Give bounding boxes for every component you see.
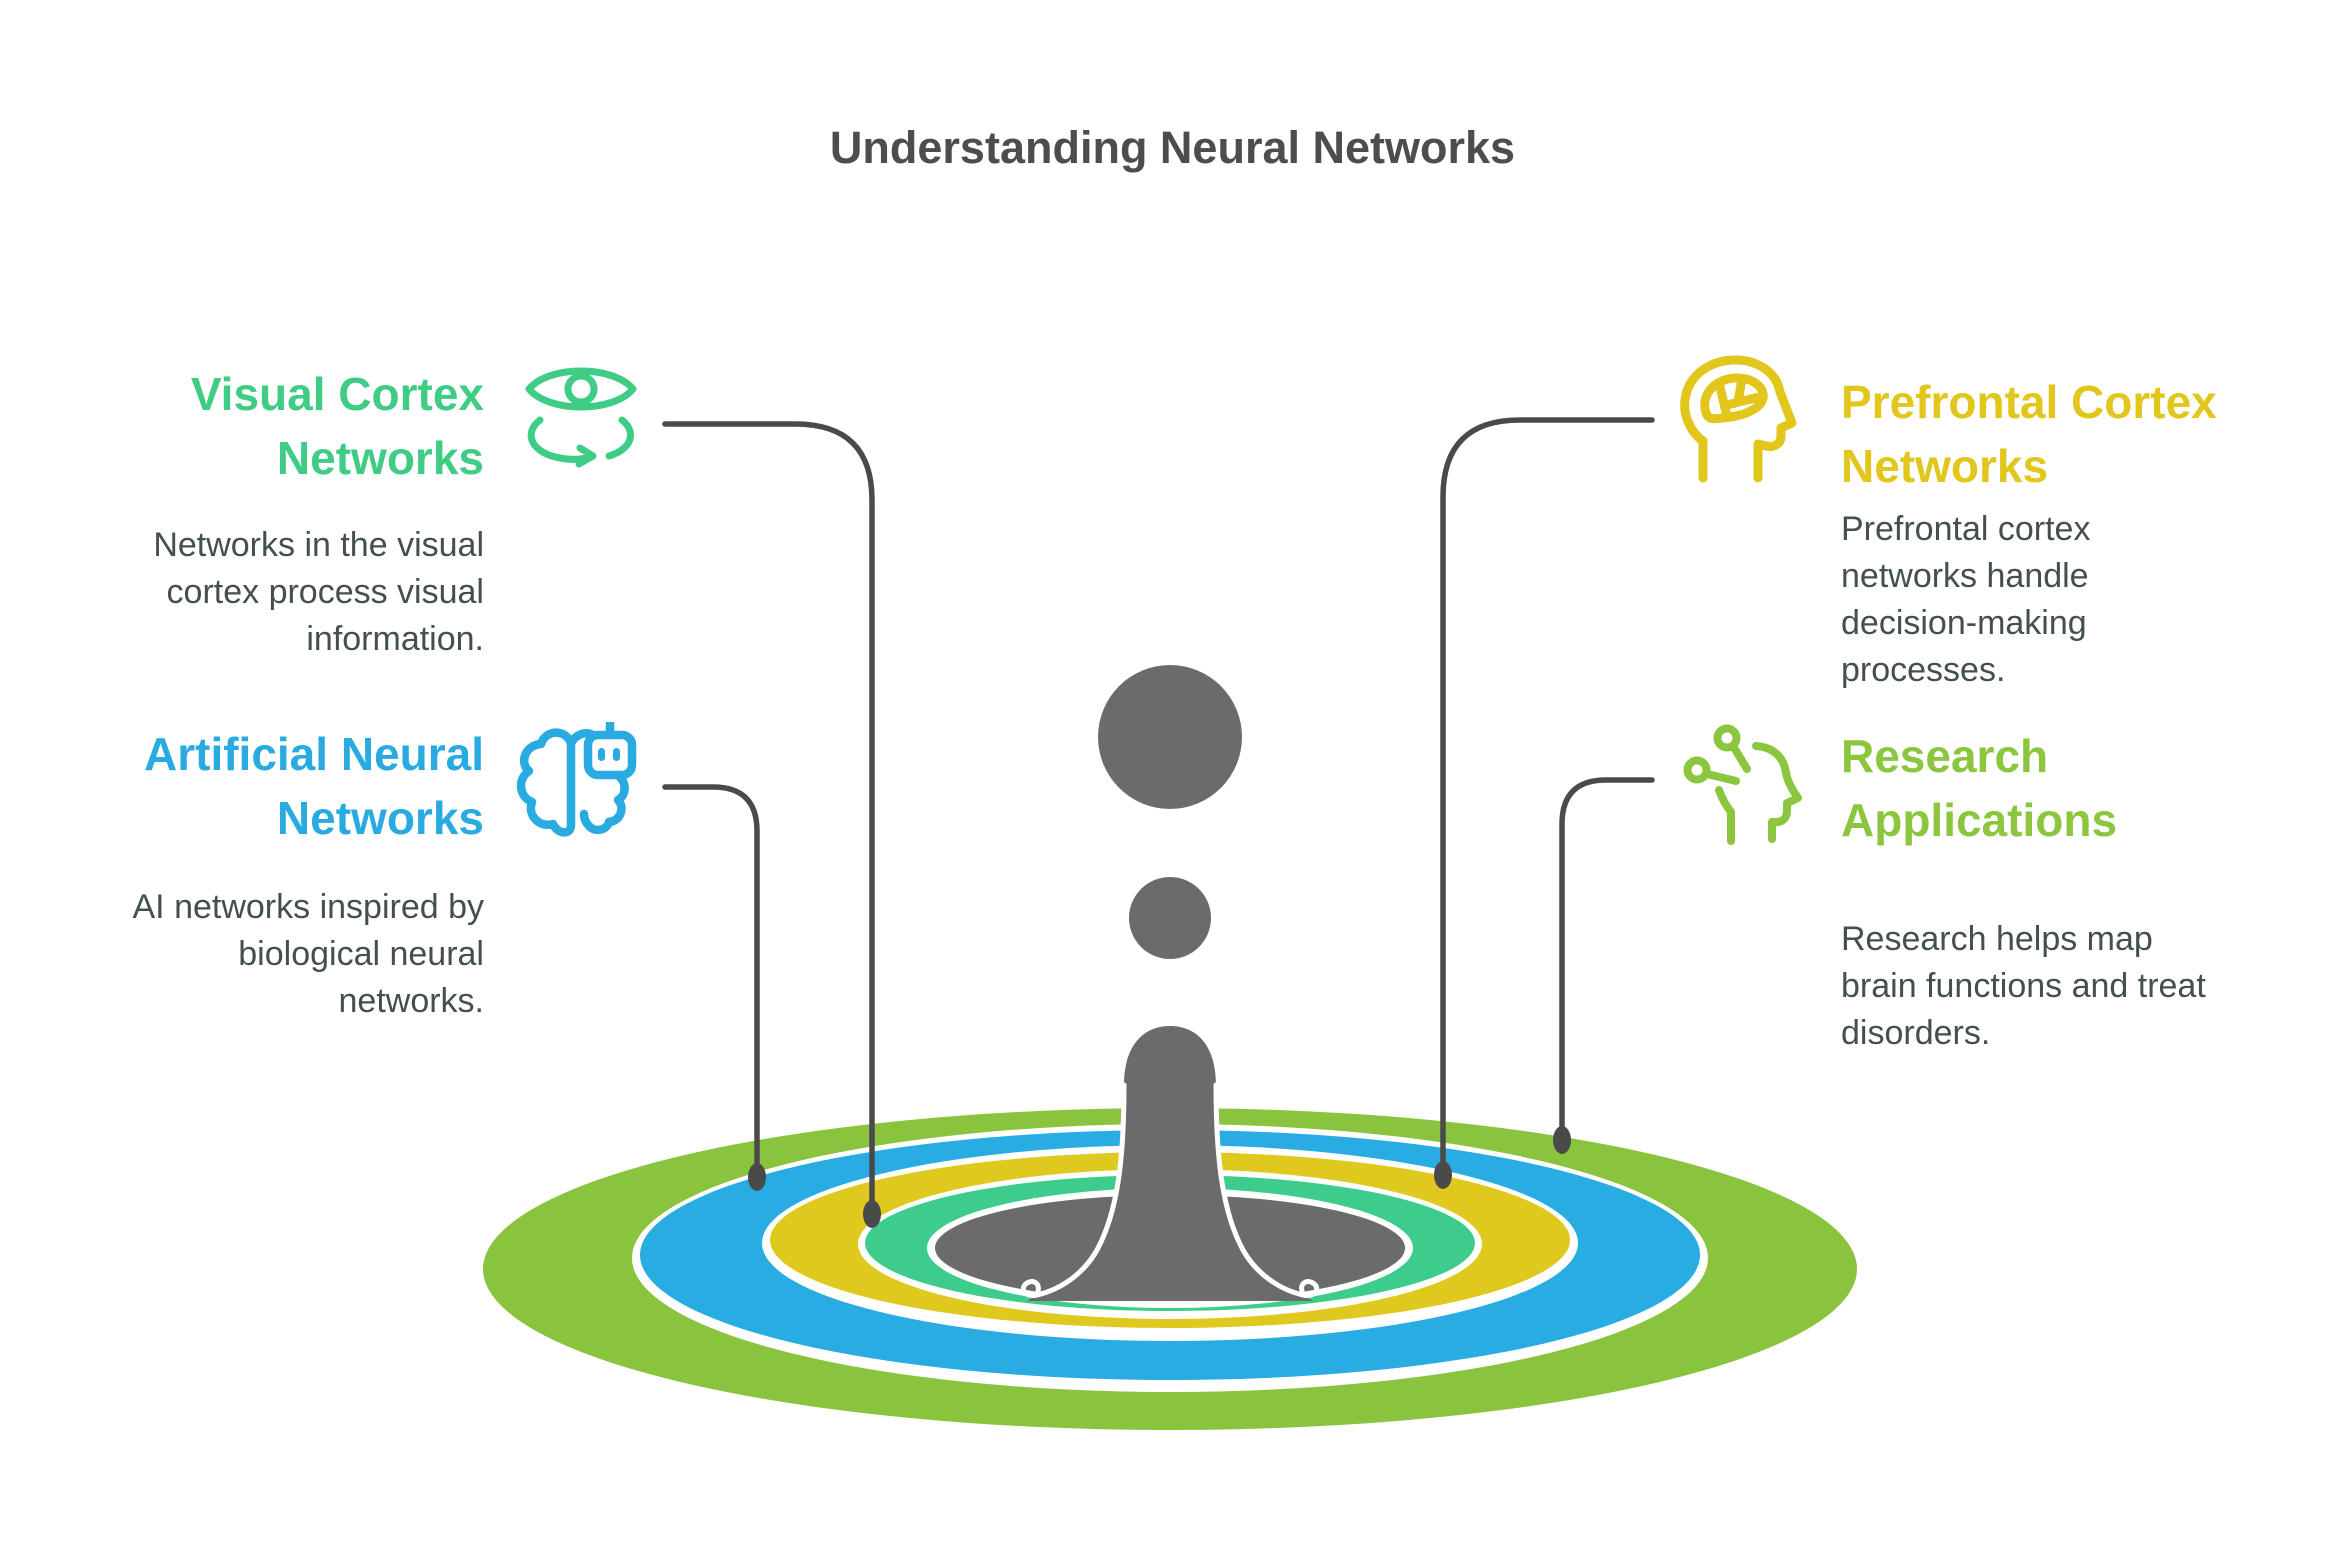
droplet-large xyxy=(1098,665,1242,809)
section-description-prefrontal-cortex: Prefrontal cortex networks handle decisi… xyxy=(1841,510,2091,689)
section-heading-artificial-neural: Artificial Neural Networks xyxy=(144,728,484,844)
eye-rotation-icon xyxy=(525,367,637,468)
splash-outline-right xyxy=(1213,1082,1320,1299)
connector-line-research xyxy=(1559,777,1655,1143)
connector-dot-visual-cortex xyxy=(863,1200,881,1228)
connector-dot-artificial-neural xyxy=(748,1163,766,1191)
connector-line-visual-cortex xyxy=(662,421,875,1217)
connector-line-artificial-neural xyxy=(662,784,760,1180)
splash-outline xyxy=(1020,1082,1320,1299)
connector-line-prefrontal-cortex xyxy=(1440,417,1655,1178)
page-title: Understanding Neural Networks xyxy=(829,122,1516,173)
splash-outline-left xyxy=(1020,1082,1127,1299)
section-heading-prefrontal-cortex: Prefrontal Cortex Networks xyxy=(1841,376,2217,492)
connectors xyxy=(662,417,1655,1228)
section-description-research-applications: Research helps map brain functions and t… xyxy=(1841,920,2206,1052)
section-description-artificial-neural: AI networks inspired by biological neura… xyxy=(132,888,485,1020)
head-neurons-icon xyxy=(1683,724,1802,845)
head-brain-icon xyxy=(1680,355,1797,483)
section-description-visual-cortex: Networks in the visual cortex process vi… xyxy=(153,526,484,658)
brain-robot-icon xyxy=(516,722,637,837)
droplet-small xyxy=(1129,877,1211,959)
connector-dot-prefrontal-cortex xyxy=(1434,1161,1452,1189)
splash-column xyxy=(1027,1026,1313,1301)
connector-dot-research xyxy=(1553,1126,1571,1154)
section-heading-research-applications: Research Applications xyxy=(1841,730,2118,846)
water-splash xyxy=(1020,665,1320,1301)
section-heading-visual-cortex: Visual Cortex Networks xyxy=(190,368,484,484)
